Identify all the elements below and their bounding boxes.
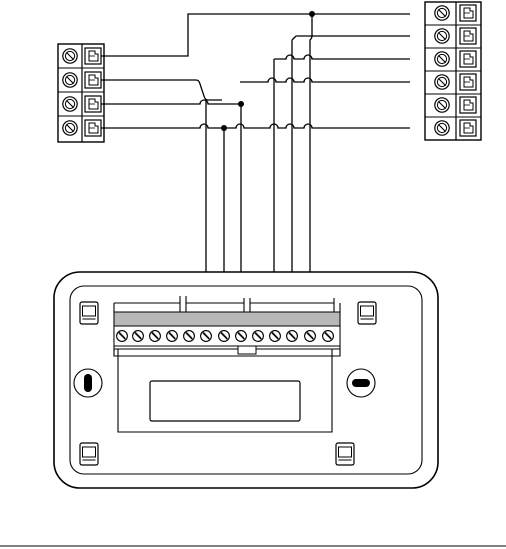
right-terminal-block [425, 2, 481, 140]
screw-terminal-icon [287, 331, 298, 342]
junction-dot [221, 125, 227, 131]
screw-terminal-icon [435, 29, 449, 43]
terminal-strip [114, 312, 340, 326]
wire-clamp-icon [460, 51, 476, 67]
screw-terminal-icon [133, 331, 144, 342]
screw-terminal-icon [435, 52, 449, 66]
wire-clamp-icon [460, 5, 476, 21]
wire-clamp-icon [85, 72, 101, 88]
wire-left-2 [101, 80, 222, 100]
wire-clamp-icon [460, 28, 476, 44]
screw-terminal-icon [63, 49, 77, 63]
mounting-slot-icon [347, 369, 375, 397]
wire-right-3 [278, 55, 410, 59]
screw-terminal-icon [435, 98, 449, 112]
screw-terminal-icon [435, 121, 449, 135]
wall-plate [54, 272, 438, 488]
corner-clip-icon [80, 443, 98, 465]
wire-clamp-icon [460, 74, 476, 90]
screw-terminal-icon [435, 75, 449, 89]
screw-terminal-icon [150, 331, 161, 342]
wire-left-1 [101, 14, 410, 56]
screw-terminal-icon [435, 6, 449, 20]
left-terminal-block [58, 44, 104, 142]
wire-clamp-icon [85, 120, 101, 136]
mounting-slot-icon [74, 369, 102, 397]
screw-terminal-icon [305, 331, 316, 342]
screw-terminal-icon [63, 73, 77, 87]
junction-dot [309, 11, 315, 17]
wire-clamp-icon [85, 48, 101, 64]
screw-terminal-icon [184, 331, 195, 342]
wire-right-4 [240, 78, 410, 82]
screw-terminal-icon [219, 331, 230, 342]
screw-terminal-icon [117, 331, 128, 342]
junction-dot [238, 101, 244, 107]
screw-terminal-icon [270, 331, 281, 342]
screw-terminal-icon [167, 331, 178, 342]
wire-left-4 [101, 124, 410, 128]
screw-terminal-icon [201, 331, 212, 342]
screw-terminal-icon [63, 97, 77, 111]
screw-terminal-icon [236, 331, 247, 342]
screw-terminal-icon [323, 331, 334, 342]
wire-clamp-icon [460, 120, 476, 136]
corner-clip-icon [336, 443, 354, 465]
screw-terminal-icon [63, 121, 77, 135]
corner-clip-icon [358, 302, 376, 324]
wire-clamp-icon [460, 97, 476, 113]
wire-clamp-icon [85, 96, 101, 112]
corner-clip-icon [80, 302, 98, 324]
display-window [150, 381, 300, 421]
screw-terminal-icon [253, 331, 264, 342]
